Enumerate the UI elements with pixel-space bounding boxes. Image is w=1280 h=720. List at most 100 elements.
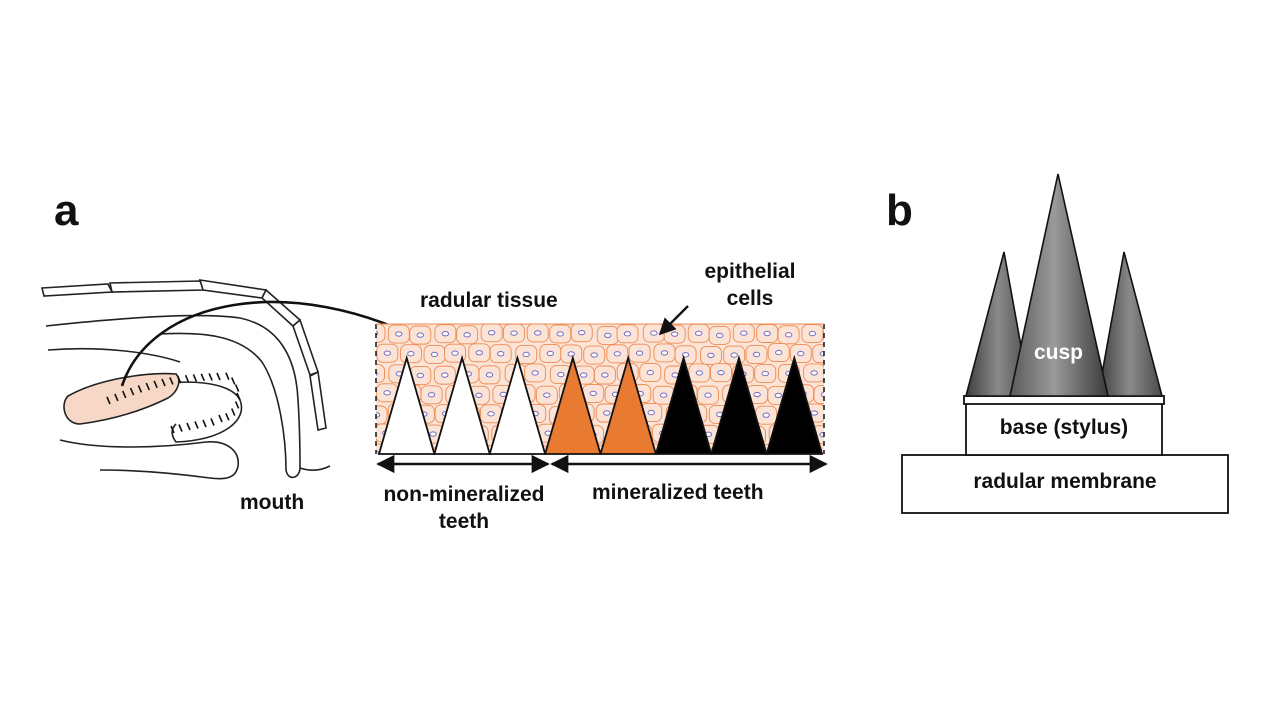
epithelial-cell — [766, 464, 787, 482]
pointer-arrow-to-tissue — [120, 300, 432, 387]
cell-nucleus — [740, 330, 748, 336]
epithelial-cell — [813, 385, 824, 405]
cell-nucleus — [843, 473, 849, 477]
cell-nucleus — [797, 350, 805, 357]
radular-tissue-strip — [342, 323, 859, 483]
cell-nucleus — [753, 391, 761, 398]
epithelial-cell — [377, 464, 398, 482]
cell-nucleus — [845, 393, 851, 397]
radula-bristle — [236, 392, 241, 401]
radula-bristle — [210, 418, 215, 426]
cell-nucleus — [441, 331, 450, 337]
epithelial-cell — [342, 445, 363, 463]
cell-nucleus — [761, 370, 769, 377]
cell-nucleus — [510, 330, 518, 336]
epithelial-cell — [838, 386, 859, 404]
epithelial-cell — [354, 384, 375, 402]
epithelial-cell — [515, 464, 536, 482]
epithelial-cell — [605, 464, 626, 482]
radula-bristle — [218, 414, 223, 423]
label-radular-membrane: radular membrane — [973, 470, 1157, 493]
radular-membrane-block — [901, 454, 1229, 514]
radula-bristle — [106, 396, 111, 405]
cell-nucleus — [763, 330, 771, 337]
epithelial-cell — [353, 346, 374, 364]
cell-nucleus — [650, 330, 658, 336]
cell-nucleus — [831, 370, 837, 374]
cell-nucleus — [603, 410, 611, 416]
epithelial-cell — [423, 464, 444, 482]
radula-bristle — [186, 422, 191, 431]
cell-nucleus — [762, 412, 770, 418]
radula-bristle — [178, 424, 183, 432]
cell-nucleus — [715, 332, 724, 339]
cell-nucleus — [546, 350, 555, 357]
cell-nucleus — [383, 390, 391, 396]
shell-plate — [292, 318, 320, 377]
cell-nucleus — [784, 332, 793, 338]
radula-bristle — [200, 373, 206, 382]
tooth-structure-diagram — [901, 173, 1229, 514]
snail-head-drawing — [40, 279, 331, 480]
radula-bristle — [184, 374, 190, 383]
radula-bristle — [216, 372, 221, 381]
cell-nucleus — [730, 352, 738, 358]
shell-plate — [261, 288, 302, 328]
pointer-arrow-epithelial — [658, 305, 689, 336]
radula-bristle — [225, 372, 230, 380]
epithelial-cell — [675, 464, 696, 482]
radula-bristle — [230, 377, 236, 385]
label-radular-tissue: radular tissue — [420, 289, 558, 312]
cell-nucleus — [682, 470, 688, 474]
tooth-mineralized — [710, 354, 768, 455]
cell-nucleus — [662, 473, 668, 477]
cell-nucleus — [799, 470, 805, 474]
cell-nucleus — [567, 351, 575, 357]
cell-nucleus — [578, 329, 586, 336]
cell-nucleus — [487, 330, 496, 336]
head-outline — [45, 314, 301, 479]
stylus-base-block — [965, 402, 1163, 456]
radula-teeth-bristles — [106, 372, 241, 434]
epithelial-cell — [791, 464, 812, 482]
radula-bristle — [129, 387, 135, 396]
cell-nucleus — [822, 471, 828, 475]
radula-bristle — [208, 373, 213, 381]
cell-nucleus — [590, 352, 598, 358]
shell-plate — [40, 283, 114, 297]
cell-nucleus — [363, 472, 369, 476]
cell-nucleus — [589, 390, 597, 397]
snout-outline — [299, 465, 331, 471]
cell-nucleus — [845, 433, 851, 437]
epithelial-cell — [376, 324, 386, 343]
label-epithelial-cells: epithelial cells — [704, 260, 796, 310]
epithelial-cell — [584, 464, 605, 482]
tooth-mineralized — [765, 354, 824, 455]
cusp-base-plate — [963, 395, 1165, 405]
cell-nucleus — [350, 413, 356, 417]
epithelial-cell — [815, 465, 836, 483]
cell-nucleus — [717, 369, 725, 376]
cell-nucleus — [360, 353, 366, 357]
epithelial-cell — [343, 406, 364, 424]
cell-nucleus — [646, 369, 655, 376]
radula-bristle — [202, 419, 207, 428]
cell-nucleus — [670, 331, 679, 337]
radula-bristle — [114, 393, 119, 402]
cell-nucleus — [708, 473, 714, 477]
radula-bristle — [137, 385, 143, 393]
cell-nucleus — [533, 330, 542, 336]
cell-nucleus — [463, 332, 471, 338]
radula-bristle — [169, 377, 174, 385]
cell-nucleus — [427, 392, 436, 398]
cell-nucleus — [477, 471, 483, 475]
cell-nucleus — [395, 331, 403, 337]
cell-nucleus — [441, 372, 449, 378]
cell-nucleus — [775, 349, 783, 356]
tooth-non-mineralized — [488, 354, 547, 455]
panel-letter-b: b — [886, 186, 913, 235]
epithelial-cell — [400, 464, 421, 482]
cell-nucleus — [845, 353, 851, 357]
label-cusp: cusp — [1034, 341, 1084, 364]
